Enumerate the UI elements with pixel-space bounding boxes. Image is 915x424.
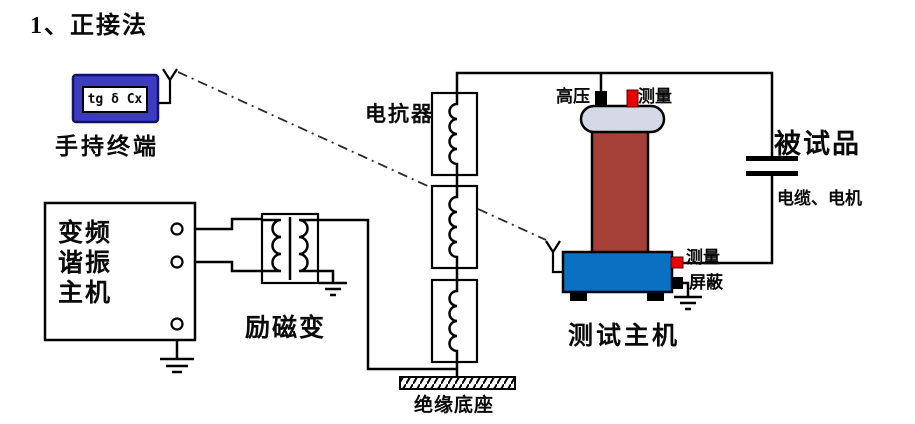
handheld-terminal-label: 手持终端 <box>55 134 159 159</box>
shield-terminal-label: 屏蔽 <box>689 273 723 292</box>
secondary-coil <box>298 218 318 273</box>
insulating-base <box>399 376 516 390</box>
measure-side-label: 测量 <box>686 248 720 267</box>
reactor-coil-3 <box>448 280 459 362</box>
reactor-stack <box>430 91 479 364</box>
primary-coil <box>262 218 282 273</box>
bushing-column <box>590 118 650 257</box>
measure-terminal-top <box>626 89 639 108</box>
handheld-screen <box>82 86 148 113</box>
resonance-host-label: 变频 谐振 主机 <box>58 220 113 307</box>
ground-icon-shield <box>674 295 702 311</box>
test-host-base <box>561 250 674 294</box>
wireless-link-line <box>177 71 547 241</box>
hv-terminal-label: 高压 <box>556 87 590 106</box>
transformer-output-wire <box>317 218 457 371</box>
specimen-capacitor-icon <box>746 156 798 176</box>
terminal-circle-upper <box>170 222 184 236</box>
insulating-base-label: 绝缘底座 <box>414 395 495 416</box>
ground-icon-transformer <box>319 281 347 297</box>
handheld-terminal-device <box>71 68 178 124</box>
host-upper-wire <box>183 217 262 231</box>
reactor-coil-2 <box>448 186 459 268</box>
reactor-coil-1 <box>448 93 459 175</box>
resonance-host-box <box>43 201 197 342</box>
hv-bus-wire <box>455 71 774 156</box>
excitation-transformer-label: 励磁变 <box>245 315 327 342</box>
base-foot-right <box>647 292 664 301</box>
specimen-label: 被试品 <box>774 129 861 159</box>
reactor-unit-2 <box>430 184 479 270</box>
reactor-label: 电抗器 <box>365 102 434 126</box>
bushing-top-cap <box>579 104 666 134</box>
capacitor-plate-bottom <box>746 171 798 176</box>
terminal-circle-ground <box>170 317 184 331</box>
reactor-unit-3 <box>430 278 479 364</box>
resonance-host-outline <box>43 201 197 342</box>
specimen-sublabel: 电缆、电机 <box>777 189 862 208</box>
handheld-antenna-icon <box>158 68 178 105</box>
handheld-screen-text: tg δ Cx <box>87 92 143 107</box>
excitation-transformer-symbol <box>260 212 320 285</box>
terminal-circle-lower <box>170 255 184 269</box>
measure-terminal-side <box>670 256 684 269</box>
shield-terminal <box>671 277 683 289</box>
hv-terminal <box>595 91 607 107</box>
test-host <box>545 89 684 301</box>
test-host-antenna-icon <box>545 240 563 274</box>
shield-ground-wire <box>683 281 690 297</box>
measure-top-label: 测量 <box>638 87 672 106</box>
base-foot-left <box>570 292 587 301</box>
test-host-label: 测试主机 <box>568 323 681 350</box>
measure-return-wire <box>683 176 774 265</box>
ground-icon-host <box>160 357 194 374</box>
insulating-base-bar <box>399 376 516 390</box>
host-lower-wire <box>183 260 262 273</box>
page-title: 1、正接法 <box>30 13 148 39</box>
transformer-ground-wire <box>317 269 335 283</box>
capacitor-plate-top <box>746 156 798 161</box>
